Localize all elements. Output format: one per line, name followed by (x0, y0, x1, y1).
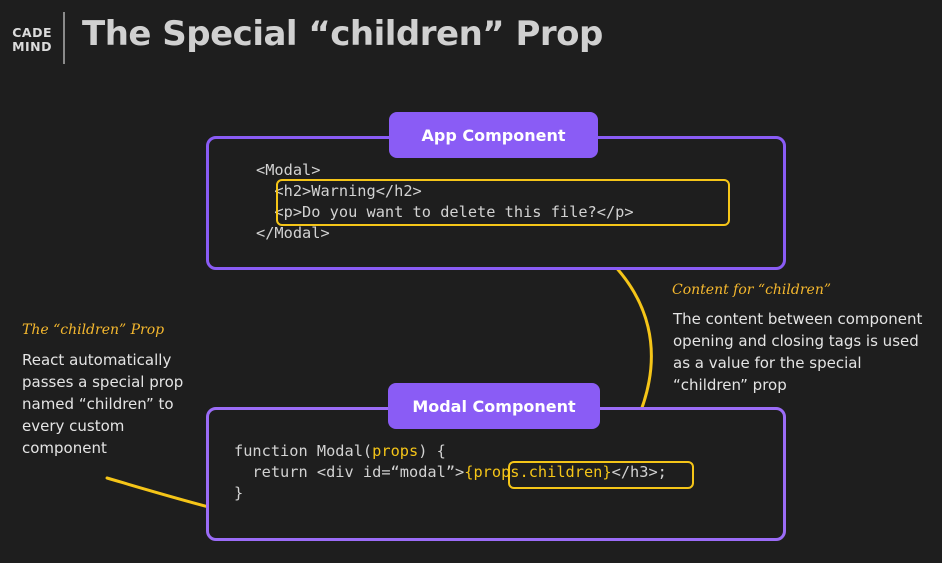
code-line: <Modal> (256, 161, 321, 179)
content-for-children-title: Content for “children” (672, 282, 831, 298)
code-token: return <div id=“modal”> (234, 463, 465, 481)
modal-component-code: function Modal(props) { return <div id=“… (234, 441, 667, 504)
code-token-props: props (372, 442, 419, 460)
code-line: <p>Do you want to delete this file?</p> (256, 203, 634, 221)
logo-divider (63, 12, 65, 64)
modal-component-box (206, 407, 786, 541)
code-token: ) { (418, 442, 446, 460)
children-content-highlight (276, 179, 730, 226)
app-component-box (206, 136, 786, 270)
app-component-label: App Component (389, 112, 598, 158)
children-prop-title: The “children” Prop (22, 322, 165, 338)
code-token: function Modal( (234, 442, 373, 460)
brand-logo: CADE MIND (0, 26, 52, 54)
code-line: <h2>Warning</h2> (256, 182, 422, 200)
modal-component-label: Modal Component (388, 383, 600, 429)
code-line: </Modal> (256, 224, 330, 242)
props-children-highlight (508, 461, 694, 489)
page-title: The Special “children” Prop (82, 14, 603, 54)
code-token-props-children: {props.children} (464, 463, 612, 481)
content-for-children-text: The content between component opening an… (673, 310, 923, 394)
app-component-code: <Modal> <h2>Warning</h2> <p>Do you want … (256, 160, 634, 244)
brand-line-2: MIND (12, 39, 52, 54)
code-line: } (234, 484, 244, 502)
children-prop-text: React automatically passes a special pro… (22, 351, 184, 457)
code-token: </h3>; (611, 463, 667, 481)
brand-line-1: CADE (12, 25, 52, 40)
